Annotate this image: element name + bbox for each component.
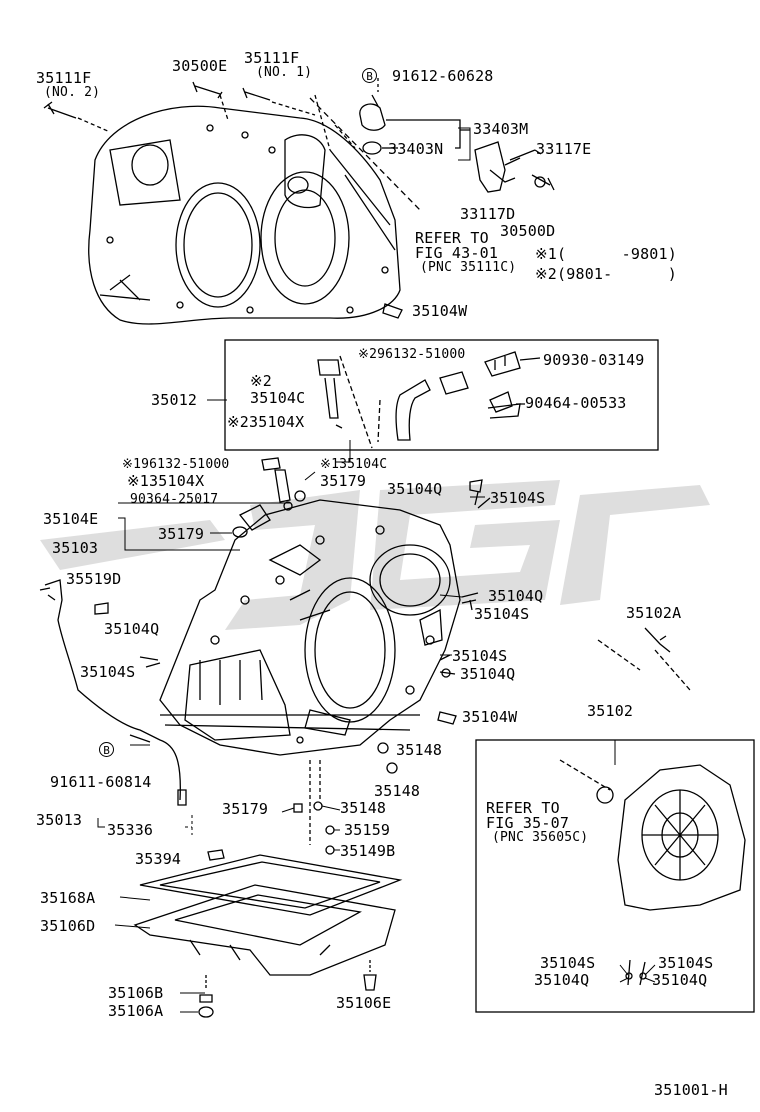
label-35111f-no1-note: (NO. 1) xyxy=(256,65,313,80)
label-35179-bottom: 35179 xyxy=(222,800,269,818)
label-35104s-c: 35104S xyxy=(474,605,530,623)
label-35104e: 35104E xyxy=(43,510,99,528)
bracket-33117d xyxy=(474,141,555,193)
label-33403m: 33403M xyxy=(473,120,529,138)
label-35159: 35159 xyxy=(344,821,391,839)
label-35012: 35012 xyxy=(151,391,198,409)
label-35106d: 35106D xyxy=(40,917,96,935)
label-35013: 35013 xyxy=(36,811,83,829)
label-35148-a: 35148 xyxy=(396,741,443,759)
bolt-35104q-b xyxy=(461,592,479,611)
filter-35179 xyxy=(232,457,306,538)
oil-pan-35106d xyxy=(133,884,396,976)
note-star2: ※2(9801- ) xyxy=(535,265,677,283)
bolt-30500e xyxy=(192,81,229,121)
label-35104s-e: 35104S xyxy=(540,954,596,972)
label-35103: 35103 xyxy=(52,539,99,557)
tube-assembly-35012 xyxy=(317,351,541,449)
refer-note-bottom-line2: FIG 35-07 xyxy=(486,814,570,832)
label-33117e: 33117E xyxy=(536,140,592,158)
label-235104x: ※235104X xyxy=(227,413,305,431)
label-35104s-f: 35104S xyxy=(658,954,714,972)
label-30500e: 30500E xyxy=(172,57,228,75)
bolt-35104s-b xyxy=(139,656,161,668)
bolt-35111f-no1 xyxy=(242,87,331,151)
extension-housing-35102 xyxy=(559,759,746,986)
plug-35104w-bottom xyxy=(437,711,457,725)
label-30500d: 30500D xyxy=(500,222,556,240)
label-35104w-bottom: 35104W xyxy=(462,708,518,726)
cover-35394 xyxy=(207,849,225,861)
label-35104q-left: 35104Q xyxy=(104,620,160,638)
label-35111f-no2: 35111F xyxy=(36,69,92,87)
label-35104q-d: 35104Q xyxy=(460,665,516,683)
label-90930-03149: 90930-03149 xyxy=(543,351,645,369)
diagram-id: 351001-H xyxy=(654,1081,728,1099)
refer-note-bottom-line1: REFER TO xyxy=(486,799,560,817)
label-35519d: 35519D xyxy=(66,570,122,588)
label-35104c-box: 35104C xyxy=(250,389,306,407)
label-135104c: ※135104C xyxy=(320,457,388,472)
oil-level-gauge-35103 xyxy=(39,579,187,806)
label-35149b: 35149B xyxy=(340,842,396,860)
note-x2: ※2 xyxy=(250,372,272,390)
sensor-33403m xyxy=(334,78,470,155)
label-35111f-no1: 35111F xyxy=(244,49,300,67)
leader-housing xyxy=(309,97,421,211)
label-35104q-f: 35104Q xyxy=(652,971,708,989)
label-91611-60814: 91611-60814 xyxy=(50,773,152,791)
callout-b-bottom: B xyxy=(99,742,114,757)
label-35104w-top: 35104W xyxy=(412,302,468,320)
label-35111f-no2-note: (NO. 2) xyxy=(44,85,101,100)
label-91612-60628: 91612-60628 xyxy=(392,67,494,85)
refer-note-top-line1: REFER TO xyxy=(415,229,489,247)
plug-35179-c xyxy=(293,803,303,813)
refer-note-bottom-line3: (PNC 35605C) xyxy=(492,830,589,845)
callout-b-top: B xyxy=(362,68,377,83)
label-90464-00533: 90464-00533 xyxy=(525,394,627,412)
label-35148-b: 35148 xyxy=(374,782,421,800)
watermark-logo xyxy=(40,480,710,630)
label-135104x: ※135104X xyxy=(127,472,205,490)
label-35168a: 35168A xyxy=(40,889,96,907)
transaxle-case xyxy=(159,499,461,756)
plug-35104w-top xyxy=(382,303,403,319)
bolt-35111f-no2 xyxy=(43,101,111,133)
bolt-35104q-a xyxy=(469,479,491,509)
label-35394: 35394 xyxy=(135,850,182,868)
label-35104s-a: 35104S xyxy=(490,489,546,507)
leader-lines xyxy=(97,127,656,1013)
label-35336: 35336 xyxy=(107,821,154,839)
bolt-35102a xyxy=(597,627,691,691)
note-star1: ※1( -9801) xyxy=(535,245,677,263)
oil-pan-gasket-35168a xyxy=(139,854,403,916)
label-35148-c: 35148 xyxy=(340,799,387,817)
drain-plug-35106a xyxy=(198,975,214,1018)
label-35106e: 35106E xyxy=(336,994,392,1012)
label-35104s-left: 35104S xyxy=(80,663,136,681)
label-35179-top: 35179 xyxy=(320,472,367,490)
label-35104q-a: 35104Q xyxy=(387,480,443,498)
bolt-35104q-c xyxy=(439,654,456,678)
label-35102a: 35102A xyxy=(626,604,682,622)
label-35104q-b: 35104Q xyxy=(488,587,544,605)
label-35104s-d: 35104S xyxy=(452,647,508,665)
label-35104q-e: 35104Q xyxy=(534,971,590,989)
label-35179-mid: 35179 xyxy=(158,525,205,543)
refer-note-top-line2: FIG 43-01 xyxy=(415,244,499,262)
label-35106b: 35106B xyxy=(108,984,164,1002)
label-90364-25017: 90364-25017 xyxy=(130,492,219,507)
bolt-35106e xyxy=(363,960,377,991)
label-35106a: 35106A xyxy=(108,1002,164,1020)
label-33117d: 33117D xyxy=(460,205,516,223)
box-35012 xyxy=(224,339,659,451)
refer-note-top-line3: (PNC 35111C) xyxy=(420,260,517,275)
label-35102: 35102 xyxy=(587,702,634,720)
label-296132-51000: ※296132-51000 xyxy=(358,347,466,362)
transaxle-housing xyxy=(88,105,401,325)
label-196132-51000: ※196132-51000 xyxy=(122,457,230,472)
label-33403n: 33403N xyxy=(388,140,444,158)
